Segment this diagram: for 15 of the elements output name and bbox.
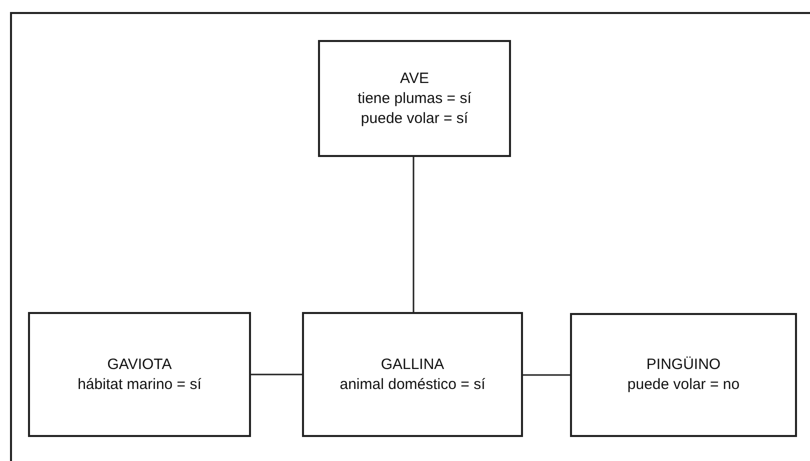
class-box [570, 313, 797, 437]
class-name: AVE [400, 68, 429, 88]
attribute-text: puede volar = no [627, 375, 740, 395]
class-name: GALLINA [380, 354, 444, 374]
connector-line [523, 374, 570, 376]
class-box [28, 312, 251, 437]
attribute-text: animal doméstico = sí [340, 374, 486, 394]
connector-line [251, 374, 302, 376]
connector-line [412, 157, 414, 312]
attribute-text: hábitat marino = sí [78, 374, 202, 394]
class-box [318, 40, 511, 157]
class-name: GAVIOTA [107, 354, 172, 374]
class-box [302, 312, 523, 437]
class-name: PINGÜINO [646, 355, 721, 375]
attribute-text: tiene plumas = sí puede volar = sí [356, 88, 472, 128]
